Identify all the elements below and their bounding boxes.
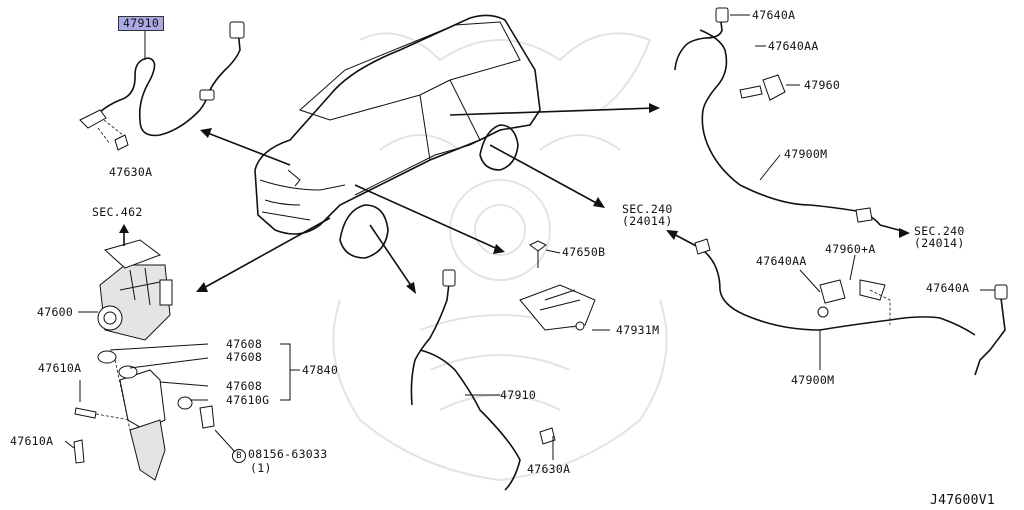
label-47608-a[interactable]: 47608 [226,337,263,351]
label-sec240-mid-code: (24014) [622,214,673,228]
label-47640aa-mid[interactable]: 47640AA [756,254,807,268]
label-47640aa-top[interactable]: 47640AA [768,39,819,53]
callout-arrows [196,103,660,294]
vehicle-outline [254,14,541,259]
label-47630a-left[interactable]: 47630A [109,165,153,179]
label-47608-b[interactable]: 47608 [226,350,263,364]
label-sec240-right[interactable]: SEC.240 [914,224,965,238]
sensor-47910-mid [410,269,556,491]
label-47610g[interactable]: 47610G [226,393,270,407]
label-47900m-top[interactable]: 47900M [784,147,828,161]
label-47840[interactable]: 47840 [302,363,339,377]
label-47640a-right[interactable]: 47640A [926,281,970,295]
label-47650b[interactable]: 47650B [562,245,606,259]
bracket-leaders [64,311,300,453]
label-47960a[interactable]: 47960+A [825,242,876,256]
bolt-b-mark: B [232,449,246,463]
bolt-number: 08156-63033 [248,447,328,461]
label-47900m-bottom[interactable]: 47900M [791,373,835,387]
label-sec462[interactable]: SEC.462 [92,205,143,219]
label-47600[interactable]: 47600 [37,305,74,319]
sensor-47910-top [79,21,245,151]
harness-47900m-bottom [666,230,1008,376]
label-47630a-mid[interactable]: 47630A [527,462,571,476]
watermark-emblem [332,32,668,482]
label-47640a-top[interactable]: 47640A [752,8,796,22]
label-47610a-a[interactable]: 47610A [38,361,82,375]
g-sensor [519,240,610,331]
label-sec240-right-code: (24014) [914,236,965,250]
diagram-id: J47600V1 [930,493,996,508]
abs-bracket [73,350,215,481]
label-47610a-b[interactable]: 47610A [10,434,54,448]
label-47910-top[interactable]: 47910 [118,16,165,31]
label-47910-mid[interactable]: 47910 [500,388,537,402]
label-47931m[interactable]: 47931M [616,323,660,337]
label-sec240-mid[interactable]: SEC.240 [622,202,673,216]
label-47960[interactable]: 47960 [804,78,841,92]
abs-actuator [97,224,173,341]
harness-47900m-top [674,7,910,238]
label-bolt-qty: (1) [250,461,272,475]
label-47608-c[interactable]: 47608 [226,379,263,393]
